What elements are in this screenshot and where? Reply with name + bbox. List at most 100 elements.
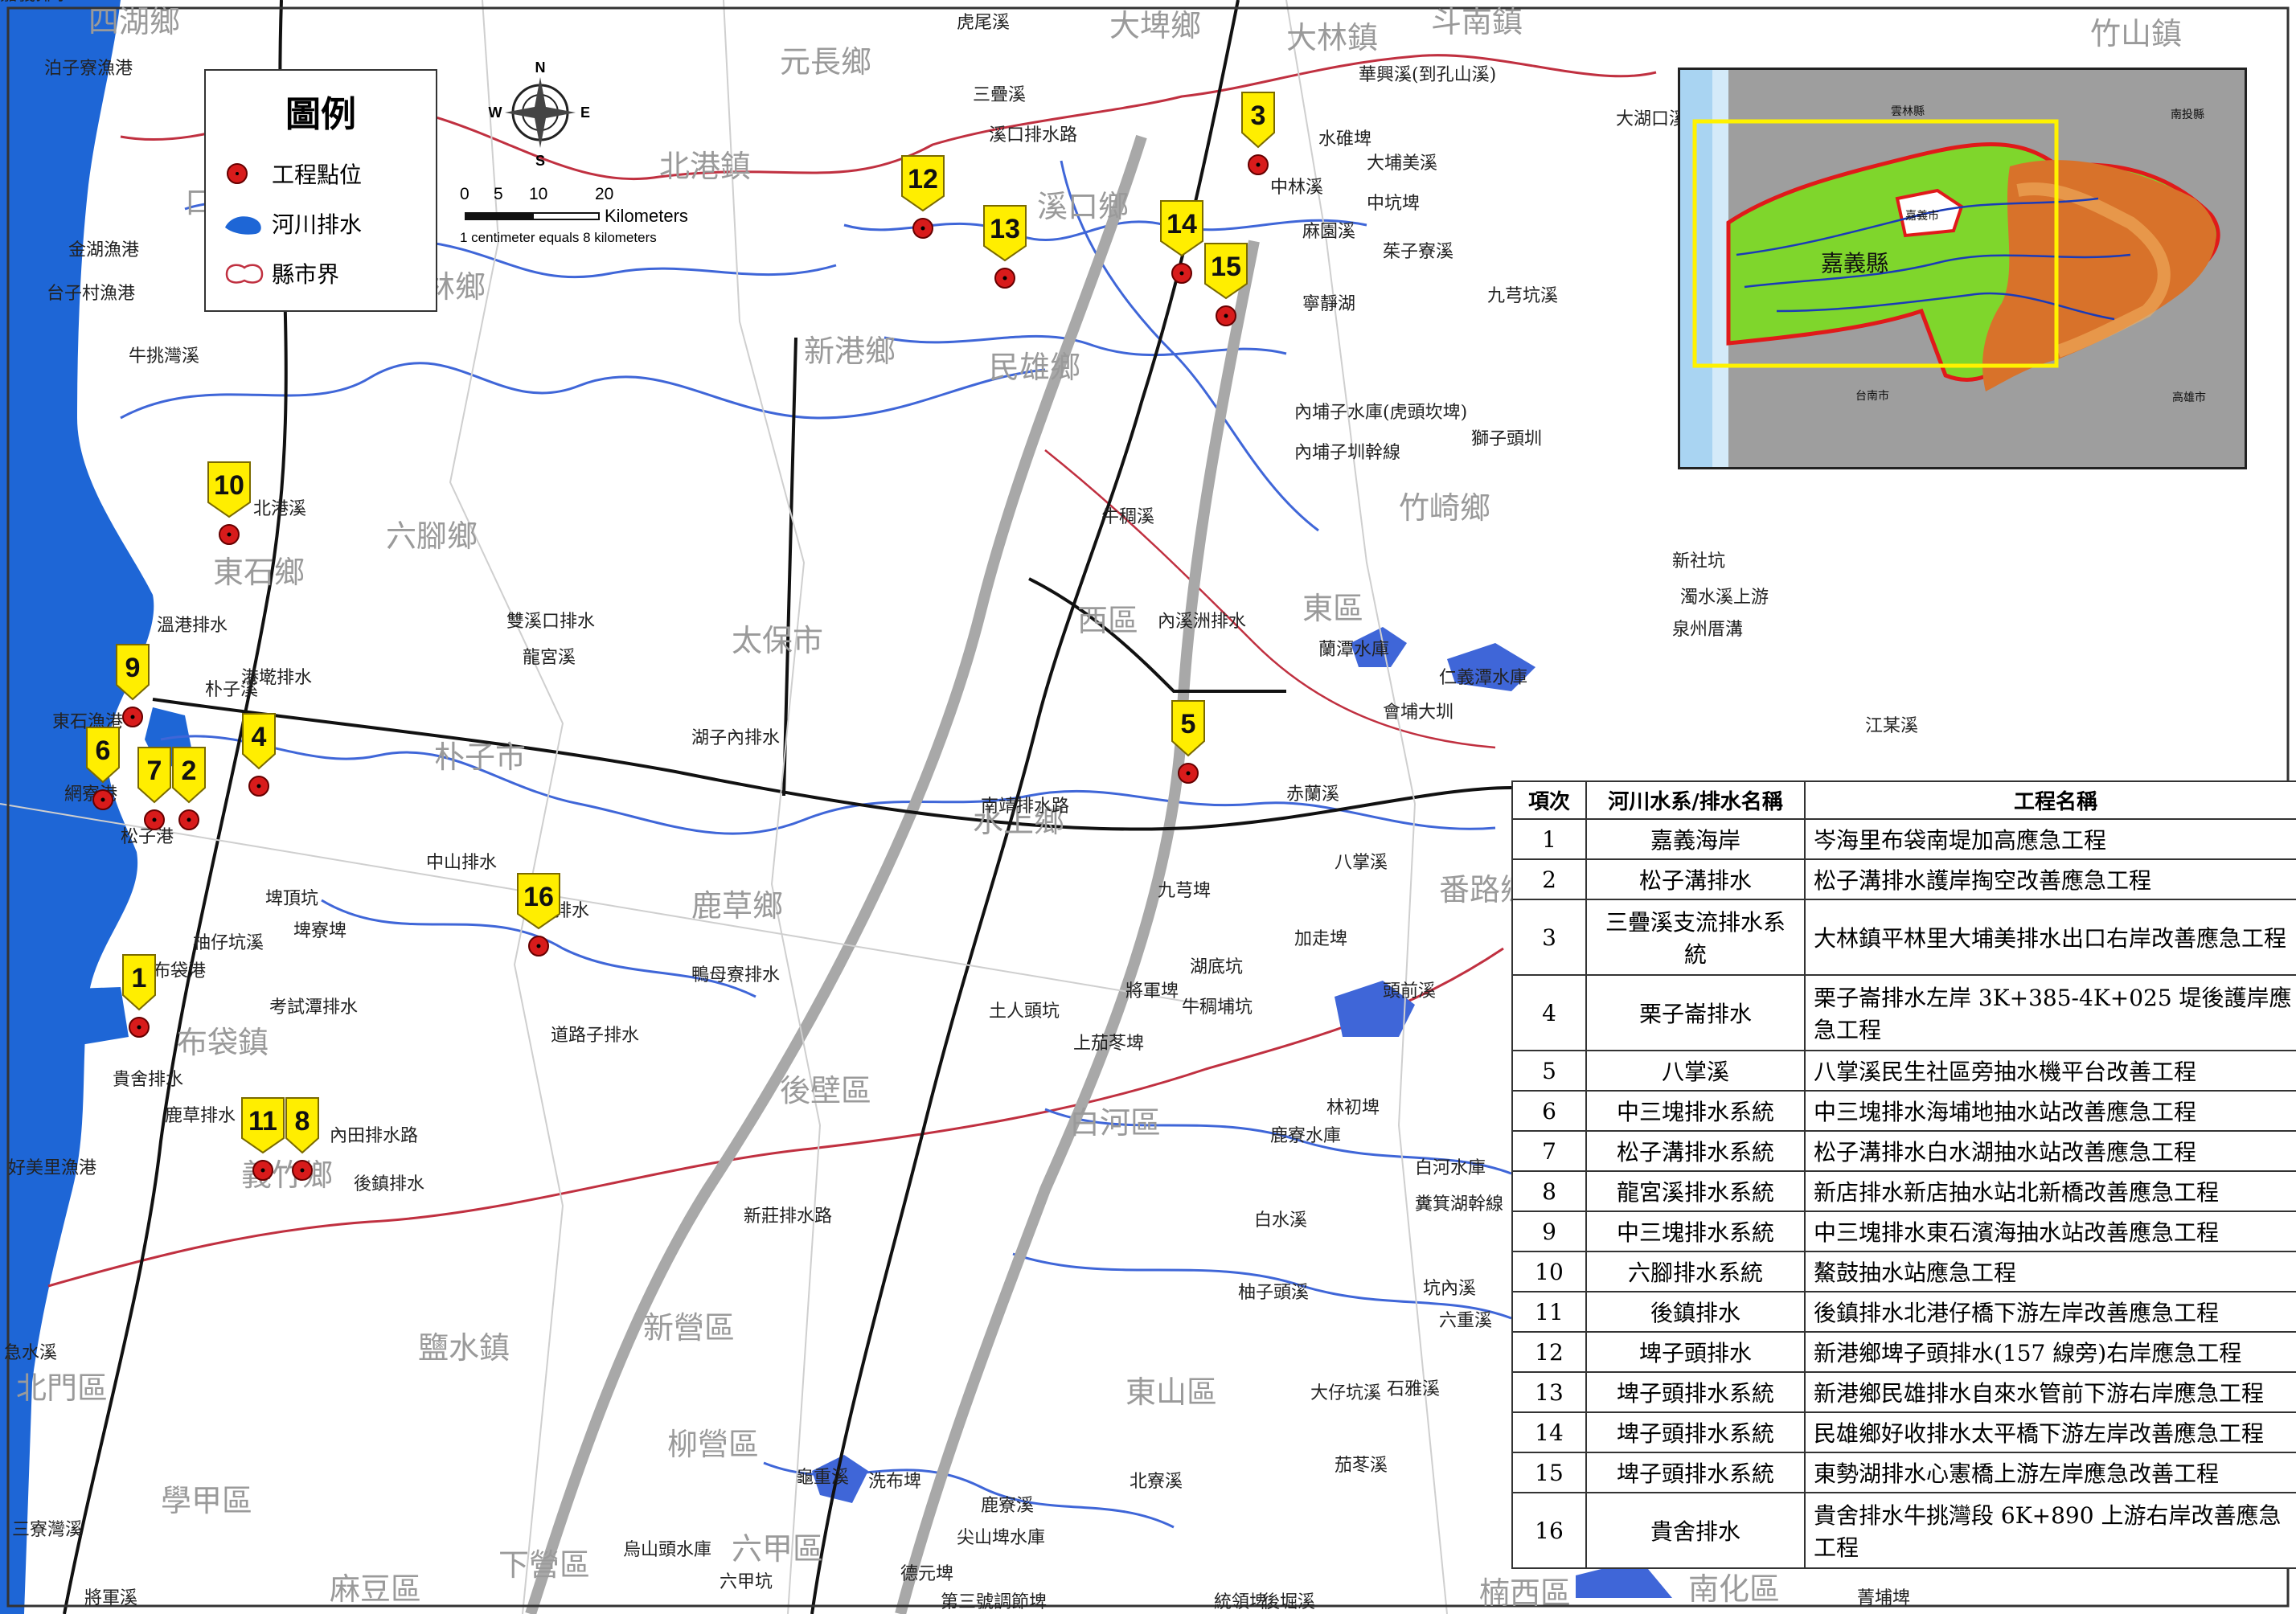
district-label: 西區	[1077, 603, 1138, 638]
table-cell-index: 4	[1511, 974, 1587, 1051]
place-label: 道路子排水	[551, 1026, 639, 1046]
table-cell-river: 埤子頭排水系統	[1585, 1411, 1806, 1453]
place-label: 內埔子圳幹線	[1294, 443, 1400, 463]
table-cell-river: 埤子頭排水系統	[1585, 1452, 1806, 1493]
table-cell-index: 10	[1511, 1251, 1587, 1292]
place-label: 北港溪	[253, 499, 306, 519]
place-label: 六重溪	[1439, 1311, 1492, 1331]
table-header: 河川水系/排水名稱	[1585, 780, 1806, 820]
table-cell-project: 八掌溪民生社區旁抽水機平台改善工程	[1804, 1050, 2296, 1092]
project-marker-number: 5	[1181, 709, 1196, 739]
table-cell-river: 中三塊排水系統	[1585, 1090, 1806, 1132]
place-label: 頭前溪	[1383, 981, 1436, 1002]
place-label: 三寮灣溪	[12, 1520, 83, 1540]
table-header: 工程名稱	[1804, 780, 2296, 820]
table-header-row: 項次 河川水系/排水名稱 工程名稱	[1511, 780, 2296, 820]
place-label: 內田排水路	[330, 1126, 418, 1146]
place-label: 南靖排水路	[981, 797, 1069, 817]
table-cell-river: 栗子崙排水	[1585, 974, 1806, 1051]
table-cell-river: 後鎮排水	[1585, 1291, 1806, 1333]
inset-locator-map: 嘉義縣 嘉義市 雲林縣 南投縣 台南市 高雄市	[1678, 68, 2247, 469]
table-cell-index: 9	[1511, 1210, 1587, 1252]
place-label: 第三號調節埤	[941, 1592, 1047, 1612]
project-marker: 15	[1204, 243, 1248, 326]
table-cell-index: 7	[1511, 1130, 1587, 1172]
boundary-icon	[225, 264, 264, 284]
place-label: 內溪洲排水	[1158, 612, 1246, 632]
project-marker-number: 12	[908, 164, 938, 195]
project-marker-number: 6	[96, 735, 111, 766]
table-cell-river: 三疊溪支流排水系統	[1585, 899, 1806, 976]
place-label: 新莊排水路	[744, 1206, 832, 1227]
district-label: 鹽水鎮	[418, 1330, 510, 1366]
district-label: 朴子市	[434, 739, 526, 775]
district-label: 後壁區	[780, 1073, 871, 1108]
table-cell-index: 16	[1511, 1492, 1587, 1569]
project-marker-number: 13	[990, 214, 1020, 244]
project-marker: 2	[172, 747, 206, 830]
place-label: 嘉義排水	[0, 0, 71, 5]
place-label: 內埔子水庫(虎頭坎埤)	[1294, 403, 1467, 423]
table-cell-index: 11	[1511, 1291, 1587, 1333]
place-label: 龍宮溪	[523, 648, 576, 668]
place-label: 後鎮排水	[354, 1174, 424, 1194]
table-cell-river: 八掌溪	[1585, 1050, 1806, 1092]
project-marker: 7	[137, 747, 171, 830]
district-label: 斗南鎮	[1431, 4, 1523, 39]
district-label: 竹崎鄉	[1399, 490, 1490, 526]
scale-tick: 5	[494, 185, 503, 203]
table-cell-project: 新港鄉埤子頭排水(157 線旁)右岸應急工程	[1804, 1331, 2296, 1373]
district-label: 六腳鄉	[386, 518, 478, 554]
district-label: 楠西區	[1479, 1575, 1571, 1611]
place-label: 松子港	[121, 827, 174, 847]
place-label: 新社坑	[1672, 551, 1725, 571]
project-marker: 14	[1160, 200, 1203, 284]
district-label: 大埤鄉	[1109, 8, 1201, 43]
place-label: 統領埤	[1214, 1592, 1267, 1612]
place-label: 鹿草排水	[165, 1106, 236, 1126]
project-marker-number: 1	[132, 963, 147, 993]
district-label: 民雄鄉	[989, 350, 1080, 385]
place-label: 九芎坑溪	[1487, 286, 1558, 306]
place-label: 會埔大圳	[1383, 703, 1453, 723]
table-cell-river: 中三塊排水系統	[1585, 1210, 1806, 1252]
district-label: 北港鎮	[659, 149, 751, 184]
place-label: 湖底坑	[1190, 957, 1243, 977]
inset-neighbor-label: 雲林縣	[1891, 105, 1925, 118]
district-label: 水上鄉	[973, 804, 1064, 839]
place-label: 虎尾溪	[957, 13, 1010, 33]
place-label: 烏山頭水庫	[623, 1540, 711, 1560]
place-label: 雙溪口排水	[506, 612, 595, 632]
project-marker: 13	[983, 205, 1027, 289]
place-label: 茱子寮溪	[1383, 242, 1453, 262]
place-label: 洗布埤	[868, 1472, 921, 1492]
reservoirs	[812, 627, 1672, 1598]
place-label: 八掌溪	[1335, 853, 1388, 873]
scale-tick: 20	[595, 185, 614, 203]
district-label: 六甲區	[732, 1531, 823, 1567]
inset-county-label: 嘉義縣	[1821, 250, 1888, 277]
project-marker-number: 16	[523, 882, 554, 912]
place-label: 菁埔埤	[1857, 1588, 1910, 1608]
place-label: 六甲坑	[720, 1572, 773, 1592]
place-label: 林初埤	[1326, 1098, 1380, 1118]
table-cell-project: 東勢湖排水心憲橋上游左岸應急改善工程	[1804, 1452, 2296, 1493]
project-marker-number: 7	[147, 756, 162, 786]
project-marker: 12	[901, 155, 945, 239]
table-cell-project: 中三塊排水海埔地抽水站改善應急工程	[1804, 1090, 2296, 1132]
place-label: 湖子內排水	[691, 728, 780, 748]
place-label: 白河水庫	[1415, 1158, 1486, 1178]
place-label: 中山排水	[426, 853, 497, 873]
sea	[0, 0, 154, 1614]
place-label: 金湖漁港	[68, 240, 139, 260]
district-label: 鹿草鄉	[691, 888, 783, 924]
